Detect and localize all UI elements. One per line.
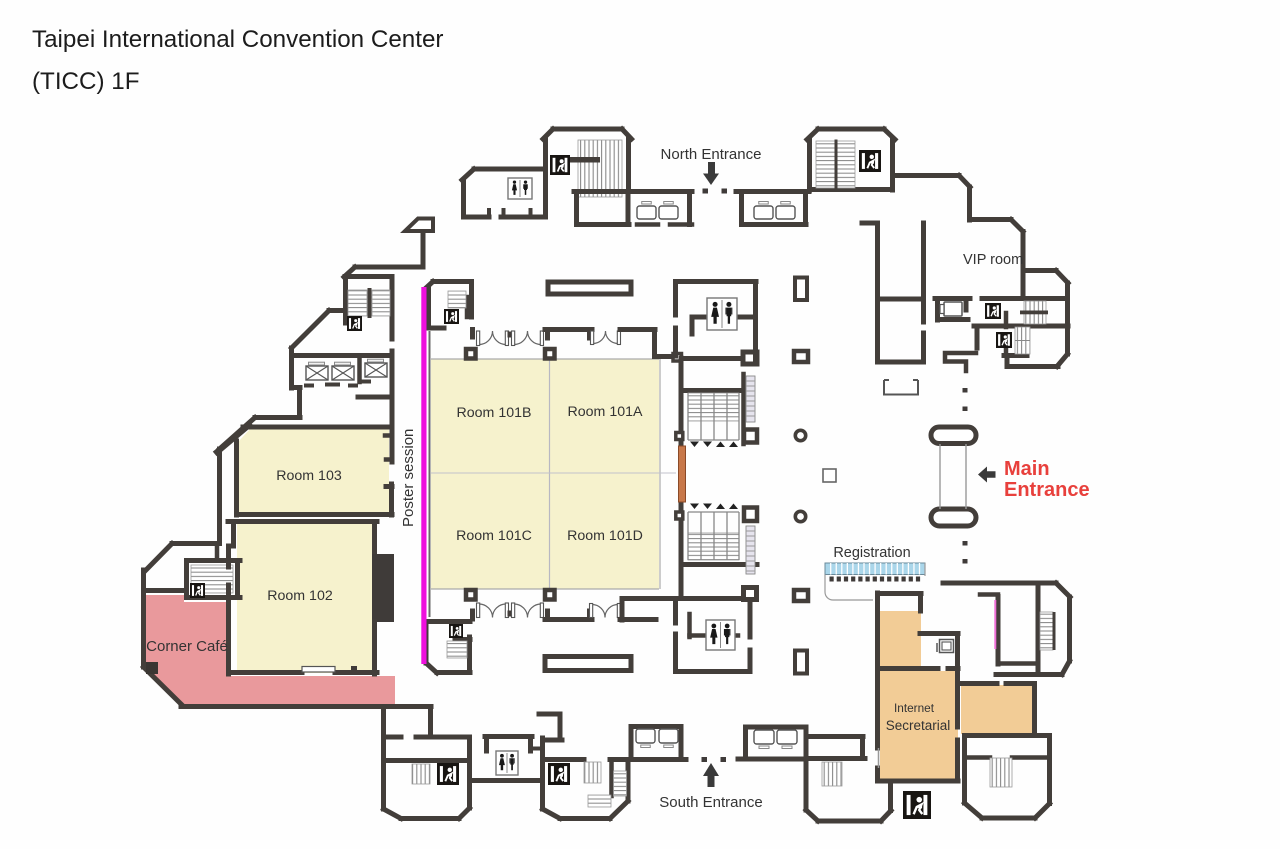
svg-text:Internet: Internet (894, 701, 935, 715)
svg-text:Room 102: Room 102 (267, 588, 333, 604)
svg-text:Room 101A: Room 101A (568, 404, 643, 420)
svg-text:Poster session: Poster session (400, 429, 417, 527)
svg-text:Room 101D: Room 101D (567, 528, 643, 544)
svg-text:VIP room: VIP room (963, 252, 1023, 268)
svg-text:Entrance: Entrance (1004, 479, 1090, 501)
svg-text:North Entrance: North Entrance (661, 146, 762, 163)
svg-text:Room 103: Room 103 (276, 468, 342, 484)
svg-text:Main: Main (1004, 458, 1050, 480)
svg-text:Registration: Registration (833, 545, 910, 561)
svg-text:Room 101B: Room 101B (457, 405, 532, 421)
svg-text:Secretarial: Secretarial (886, 718, 951, 733)
svg-text:South Entrance: South Entrance (659, 794, 762, 811)
svg-text:Corner Café: Corner Café (146, 638, 228, 655)
svg-text:Taipei International Conventio: Taipei International Convention Center (32, 26, 443, 53)
svg-text:(TICC) 1F: (TICC) 1F (32, 68, 140, 95)
svg-text:Room 101C: Room 101C (456, 528, 532, 544)
